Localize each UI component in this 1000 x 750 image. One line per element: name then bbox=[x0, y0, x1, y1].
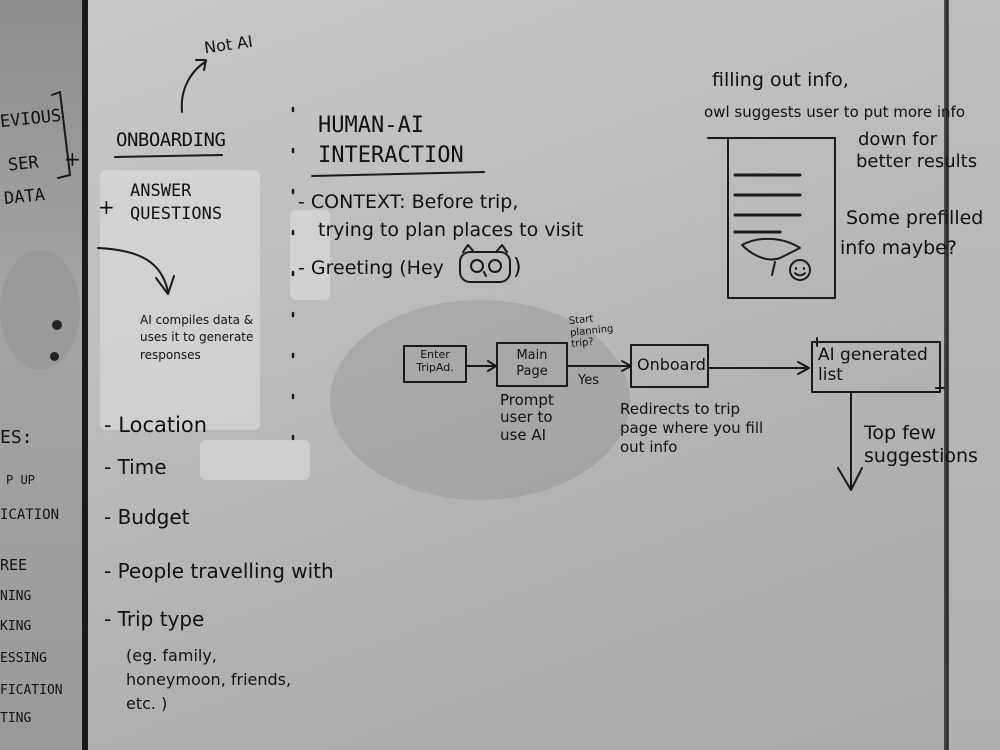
onboarding-header: ONBOARDING bbox=[116, 129, 226, 151]
flow-box-ai-list bbox=[811, 341, 941, 393]
left-board-text: REE bbox=[0, 556, 28, 574]
onboarding-item-budget: - Budget bbox=[104, 505, 190, 529]
context-line1: - CONTEXT: Before trip, bbox=[298, 191, 519, 213]
flow-arrow bbox=[707, 361, 810, 375]
flow-box-enter-label: Enter TripAd. bbox=[416, 348, 454, 375]
sketch-caption-line4: better results bbox=[856, 151, 978, 172]
redirect-note: Redirects to trip page where you fill ou… bbox=[620, 400, 764, 456]
window-glare bbox=[290, 210, 330, 300]
yes-label: Yes bbox=[578, 373, 599, 388]
left-board-text: P UP bbox=[6, 473, 35, 487]
greeting-line: - Greeting (Hey bbox=[298, 257, 444, 279]
not-ai-arrow bbox=[180, 61, 206, 113]
flow-box-ai-list-label: AI generated list bbox=[818, 345, 928, 385]
window-glare bbox=[200, 440, 310, 480]
reflection-shadow bbox=[0, 250, 80, 370]
flow-arrow bbox=[465, 360, 497, 372]
answer-questions-arrow bbox=[97, 247, 169, 293]
left-board-text: KING bbox=[0, 619, 32, 634]
left-board-text: TING bbox=[0, 711, 32, 726]
left-board-text: FICATION bbox=[0, 683, 63, 698]
onboarding-item-trip-type: - Trip type bbox=[104, 607, 205, 631]
context-line2: trying to plan places to visit bbox=[318, 219, 584, 241]
flow-arrow bbox=[566, 360, 632, 372]
trip-type-examples: (eg. family, honeymoon, friends, etc. ) bbox=[126, 646, 292, 713]
flow-box-main-page bbox=[496, 342, 568, 387]
flow-box-main-page-label: Main Page bbox=[516, 348, 548, 379]
reflection-shadow bbox=[330, 300, 630, 500]
left-board-text: NING bbox=[0, 589, 32, 604]
magnet bbox=[50, 352, 59, 361]
prefill-note-line2: info maybe? bbox=[840, 237, 957, 259]
magnet bbox=[52, 320, 62, 330]
phone-sketch bbox=[707, 137, 836, 299]
left-board-text: ESSING bbox=[0, 651, 47, 666]
flow-box-onboard-label: Onboard bbox=[637, 355, 706, 374]
left-board-text: + bbox=[98, 195, 115, 219]
right-whiteboard-panel bbox=[948, 0, 1000, 750]
greeting-close-paren: ) bbox=[513, 255, 522, 280]
sketch-caption-line1: filling out info, bbox=[712, 69, 849, 91]
answer-questions-label: ANSWER QUESTIONS bbox=[130, 181, 223, 224]
left-board-text: ICATION bbox=[0, 507, 60, 523]
owl-icon bbox=[459, 244, 511, 283]
onboarding-item-people: - People travelling with bbox=[104, 559, 334, 583]
board-frame-divider bbox=[82, 0, 88, 750]
flow-box-enter bbox=[403, 345, 467, 383]
prefill-note-line1: Some prefilled bbox=[846, 207, 984, 229]
left-board-bracket bbox=[51, 91, 71, 179]
top-suggestions-note: Top few suggestions bbox=[864, 422, 978, 467]
hai-underline bbox=[311, 171, 485, 177]
onboarding-item-location: - Location bbox=[104, 413, 208, 437]
onboarding-item-time: - Time bbox=[104, 455, 167, 479]
left-whiteboard-panel bbox=[0, 0, 84, 750]
ai-compiles-note: AI compiles data & uses it to generate r… bbox=[140, 313, 254, 362]
sketch-caption-line3: down for bbox=[858, 129, 938, 150]
onboarding-underline bbox=[114, 154, 223, 158]
prompt-note: Prompt user to use AI bbox=[500, 391, 554, 444]
hai-header-line1: HUMAN-AI bbox=[318, 113, 424, 138]
start-planning-label: Start planning trip? bbox=[568, 313, 614, 350]
board-frame-divider bbox=[944, 0, 949, 750]
flow-box-onboard bbox=[630, 344, 709, 388]
left-board-text: ES: bbox=[0, 427, 33, 448]
left-board-text: DATA bbox=[3, 184, 46, 210]
left-board-text: SER bbox=[7, 152, 40, 176]
window-glare bbox=[100, 170, 260, 430]
down-arrow bbox=[837, 391, 863, 491]
left-board-text: + bbox=[64, 147, 81, 171]
sketch-caption-line2: owl suggests user to put more info bbox=[704, 103, 965, 121]
hai-header-line2: INTERACTION bbox=[318, 143, 464, 168]
